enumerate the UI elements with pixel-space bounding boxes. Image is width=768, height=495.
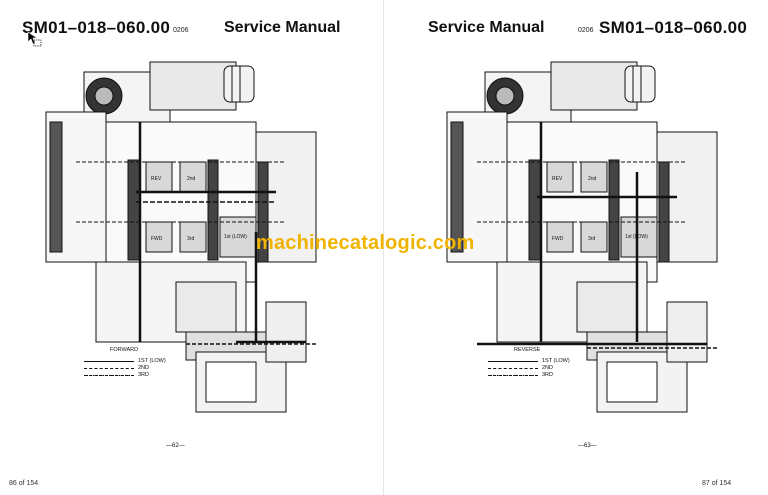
label-rev: REV: [151, 176, 162, 182]
legend-mode: REVERSE: [514, 347, 541, 353]
page-of-counter: 86 of 154: [9, 480, 39, 487]
label-2nd: 2nd: [588, 176, 597, 182]
label-2nd: 2nd: [187, 176, 196, 182]
legend-mode: FORWARD: [110, 347, 139, 353]
legend-label: 1ST (LOW): [138, 358, 166, 364]
cursor-icon: [27, 31, 42, 47]
label-3rd: 3rd: [588, 236, 595, 242]
legend-label: 2ND: [138, 365, 150, 371]
right-page: Service Manual 0206 SM01–018–060.00: [384, 0, 768, 495]
label-fwd: FWD: [151, 236, 163, 242]
legend-label: 3RD: [138, 372, 150, 378]
left-page: SM01–018–060.00 0206 Service Manual: [9, 18, 341, 487]
legend-label: 2ND: [542, 365, 554, 371]
manual-title: Service Manual: [224, 19, 341, 36]
transmission-diagram: REV 2nd FWD 3rd 1st (LOW): [446, 61, 718, 413]
page-number: —62—: [166, 443, 185, 449]
watermark-text: machinecatalogic.com: [256, 232, 475, 254]
transmission-diagram: REV 2nd FWD 3rd 1st (LOW): [45, 61, 317, 413]
revision-number: 0206: [578, 27, 594, 34]
label-3rd: 3rd: [187, 236, 194, 242]
page-number: —63—: [578, 443, 597, 449]
doc-number: SM01–018–060.00: [22, 18, 171, 37]
label-1st-low: 1st (LOW): [224, 234, 247, 240]
legend-label: 3RD: [542, 372, 554, 378]
label-rev: REV: [552, 176, 563, 182]
label-fwd: FWD: [552, 236, 564, 242]
revision-number: 0206: [173, 27, 189, 34]
page-of-counter: 87 of 154: [702, 480, 732, 487]
doc-number: SM01–018–060.00: [599, 18, 748, 37]
manual-title: Service Manual: [428, 19, 545, 36]
label-1st-low: 1st (LOW): [625, 234, 648, 240]
legend-label: 1ST (LOW): [542, 358, 570, 364]
